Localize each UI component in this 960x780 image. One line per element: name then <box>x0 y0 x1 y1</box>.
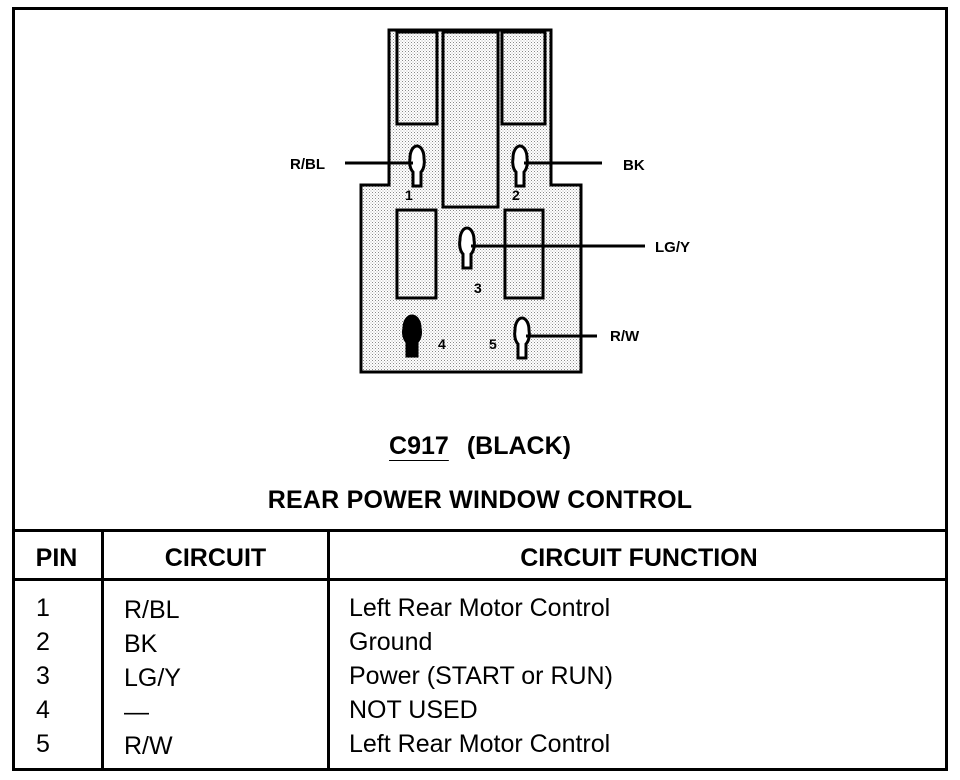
pin-table: PIN CIRCUIT CIRCUIT FUNCTION 1 R/BL Left… <box>12 529 948 771</box>
header-circuit-function: CIRCUIT FUNCTION <box>330 529 948 581</box>
wire-label-r-w: R/W <box>610 328 640 345</box>
function-cell: Power (START or RUN) <box>349 662 613 690</box>
wire-label-lg-y: LG/Y <box>655 239 690 256</box>
key-slot-left <box>395 208 438 300</box>
header-pin: PIN <box>12 529 104 581</box>
function-cell: Left Rear Motor Control <box>349 594 611 622</box>
connector-diagram: R/BL BK LG/Y R/W 1 2 3 4 5 <box>290 28 690 374</box>
table-row: 5 R/W Left Rear Motor Control <box>12 727 948 761</box>
connector-title: REAR POWER WINDOW CONTROL <box>267 486 693 514</box>
table-row: 3 LG/Y Power (START or RUN) <box>12 659 948 693</box>
pin-cavity-3 <box>458 226 476 270</box>
circuit-cell: LG/Y <box>124 664 181 692</box>
table-row: 1 R/BL Left Rear Motor Control <box>12 591 948 625</box>
pin-cell: 1 <box>36 594 50 622</box>
pin-number-2: 2 <box>512 187 520 203</box>
key-slot-right <box>503 208 545 300</box>
function-cell: Ground <box>349 628 433 656</box>
header-circuit: CIRCUIT <box>104 529 330 581</box>
table-row: 4 — NOT USED <box>12 693 948 727</box>
wire-label-bk: BK <box>623 157 645 174</box>
latch-slot-right <box>500 30 547 126</box>
diagram-frame <box>12 7 948 771</box>
latch-slot-left <box>395 30 439 126</box>
connector-caption: C917 (BLACK) <box>0 432 960 461</box>
pin-cell: 3 <box>36 662 50 690</box>
pin-number-1: 1 <box>405 187 413 203</box>
column-divider <box>327 529 330 771</box>
pin-cavity-5 <box>513 316 531 360</box>
pin-cavity-4 <box>402 314 422 358</box>
pin-number-3: 3 <box>474 280 482 296</box>
wire-label-r-bl: R/BL <box>290 156 325 173</box>
circuit-cell: R/W <box>124 732 173 760</box>
connector-id: C917 <box>389 432 449 460</box>
pin-number-5: 5 <box>489 336 497 352</box>
pin-cavity-1 <box>408 144 426 188</box>
function-cell: NOT USED <box>349 696 478 724</box>
function-cell: Left Rear Motor Control <box>349 730 611 758</box>
circuit-cell: BK <box>124 630 158 658</box>
pin-cell: 5 <box>36 730 50 758</box>
pin-cell: 4 <box>36 696 50 724</box>
pin-cavity-2 <box>511 144 529 188</box>
pin-number-4: 4 <box>438 336 446 352</box>
latch-slot-center <box>441 30 500 209</box>
pin-cell: 2 <box>36 628 50 656</box>
connector-color: (BLACK) <box>466 432 571 460</box>
circuit-cell: — <box>124 698 149 726</box>
circuit-cell: R/BL <box>124 596 180 624</box>
column-divider <box>101 529 104 771</box>
table-row: 2 BK Ground <box>12 625 948 659</box>
